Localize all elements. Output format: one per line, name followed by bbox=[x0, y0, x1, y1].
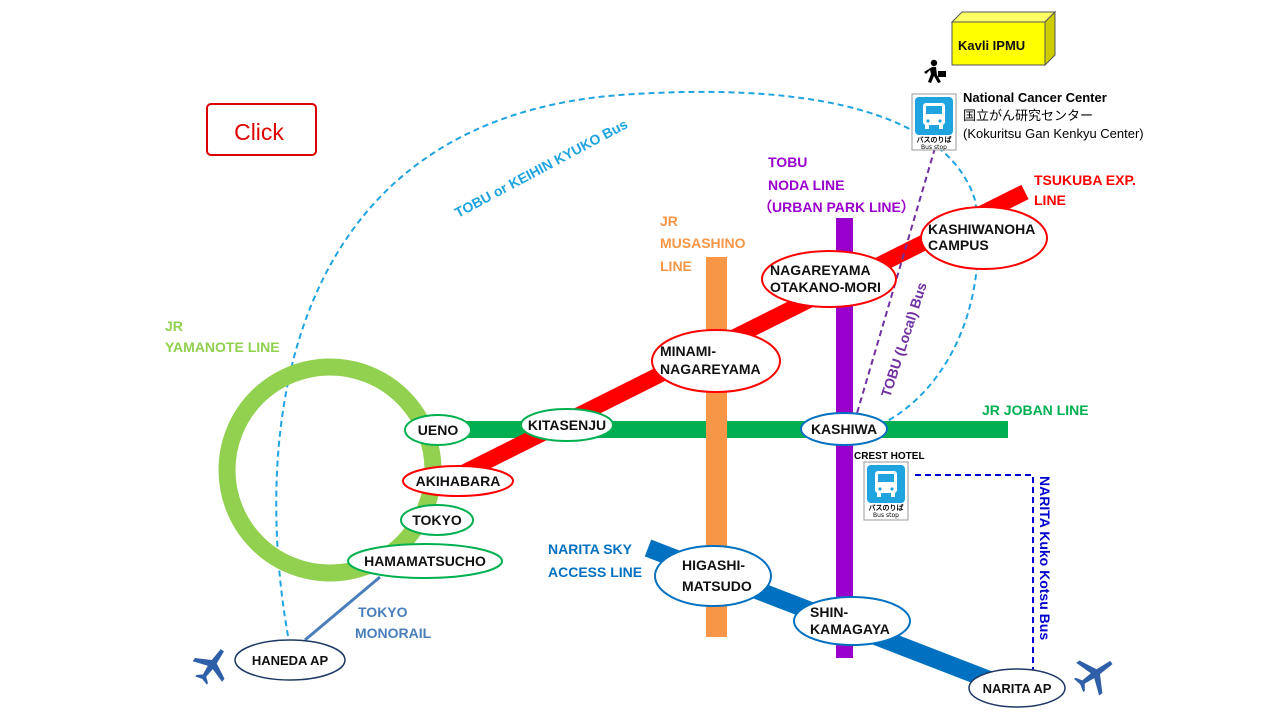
station-label-1: HIGASHI- bbox=[682, 557, 745, 573]
airplane-icon bbox=[1074, 660, 1113, 696]
noda-label-2: NODA LINE bbox=[768, 177, 844, 193]
narita-bus-label: NARITA Kuko Kotsu Bus bbox=[1037, 476, 1053, 640]
station-tokyo: TOKYO bbox=[400, 504, 474, 536]
station-label: HAMAMATSUCHO bbox=[364, 553, 486, 569]
bus-stop-icon: バスのりば Bus stop bbox=[863, 461, 909, 521]
tokyo-monorail-line bbox=[304, 575, 381, 642]
bus-sign-en: Bus stop bbox=[921, 144, 947, 151]
station-label: NARITA AP bbox=[983, 681, 1052, 696]
station-kashiwanoha-campus: KASHIWANOHA CAMPUS bbox=[920, 206, 1048, 270]
station-ueno: UENO bbox=[404, 414, 472, 446]
station-label-2: MATSUDO bbox=[682, 578, 752, 594]
station-shin-kamagaya: SHIN- KAMAGAYA bbox=[793, 596, 911, 646]
airplane-icon bbox=[192, 649, 225, 685]
station-label-1: SHIN- bbox=[810, 604, 848, 620]
station-kashiwa: KASHIWA bbox=[800, 412, 888, 446]
station-label-1: MINAMI- bbox=[660, 343, 716, 359]
station-higashi-matsudo: HIGASHI- MATSUDO bbox=[654, 545, 772, 607]
bus-stop-icon: バスのりば Bus stop bbox=[911, 93, 957, 151]
tobu-local-bus-label: TOBU (Local) Bus bbox=[878, 280, 930, 399]
station-label-2: OTAKANO-MORI bbox=[770, 279, 881, 295]
station-label-2: CAMPUS bbox=[928, 237, 989, 253]
station-label: HANEDA AP bbox=[252, 653, 329, 668]
station-haneda-ap: HANEDA AP bbox=[234, 639, 346, 681]
noda-label-1: TOBU bbox=[768, 154, 807, 170]
cancer-center-name-en: National Cancer Center bbox=[963, 90, 1107, 105]
walking-person-icon bbox=[924, 59, 946, 83]
station-kitasenju: KITASENJU bbox=[520, 408, 614, 442]
station-narita-ap: NARITA AP bbox=[968, 668, 1066, 708]
musashino-label-2: MUSASHINO bbox=[660, 235, 746, 251]
station-label: TOKYO bbox=[412, 512, 462, 528]
narita-sky-label-2: ACCESS LINE bbox=[548, 564, 642, 580]
station-nagareyama-otakanomori: NAGAREYAMA OTAKANO-MORI bbox=[761, 250, 897, 308]
station-label: KITASENJU bbox=[528, 417, 606, 433]
yamanote-label-1: JR bbox=[165, 318, 183, 334]
musashino-label-1: JR bbox=[660, 213, 678, 229]
station-label-1: NAGAREYAMA bbox=[770, 262, 871, 278]
bus-sign-jp: バスのりば bbox=[869, 503, 904, 512]
click-button[interactable]: Click bbox=[206, 103, 317, 156]
monorail-label-2: MONORAIL bbox=[355, 625, 432, 641]
kavli-ipmu-label: Kavli IPMU bbox=[958, 38, 1025, 53]
station-label: KASHIWA bbox=[811, 421, 877, 437]
yamanote-label-2: YAMANOTE LINE bbox=[165, 339, 280, 355]
station-label: AKIHABARA bbox=[416, 473, 501, 489]
station-label-2: NAGAREYAMA bbox=[660, 361, 761, 377]
joban-label: JR JOBAN LINE bbox=[982, 402, 1089, 418]
tobu-keihin-bus-label: TOBU or KEIHIN KYUKO Bus bbox=[452, 116, 630, 221]
bus-sign-jp: バスのりば bbox=[917, 135, 952, 144]
station-label-2: KAMAGAYA bbox=[810, 621, 890, 637]
kavli-ipmu-building: Kavli IPMU bbox=[950, 10, 1057, 67]
cancer-center-name-romaji: (Kokuritsu Gan Kenkyu Center) bbox=[963, 126, 1144, 141]
yamanote-line bbox=[218, 358, 442, 582]
musashino-label-3: LINE bbox=[660, 258, 692, 274]
monorail-label-1: TOKYO bbox=[358, 604, 408, 620]
narita-sky-label-1: NARITA SKY bbox=[548, 541, 633, 557]
crest-hotel-label: CREST HOTEL bbox=[854, 451, 925, 462]
noda-label-3: （URBAN PARK LINE） bbox=[758, 199, 915, 215]
station-label: UENO bbox=[418, 422, 459, 438]
station-akihabara: AKIHABARA bbox=[402, 465, 514, 497]
narita-bus-route bbox=[915, 474, 1034, 671]
station-hamamatsucho: HAMAMATSUCHO bbox=[347, 543, 503, 579]
cancer-center-name-jp: 国立がん研究センター bbox=[963, 109, 1093, 124]
click-button-label: Click bbox=[234, 119, 284, 145]
tsukuba-label-1: TSUKUBA EXP. bbox=[1034, 172, 1136, 188]
tsukuba-label-2: LINE bbox=[1034, 192, 1066, 208]
station-minami-nagareyama: MINAMI- NAGAREYAMA bbox=[651, 329, 781, 393]
station-label-1: KASHIWANOHA bbox=[928, 221, 1035, 237]
bus-sign-en: Bus stop bbox=[873, 512, 899, 519]
